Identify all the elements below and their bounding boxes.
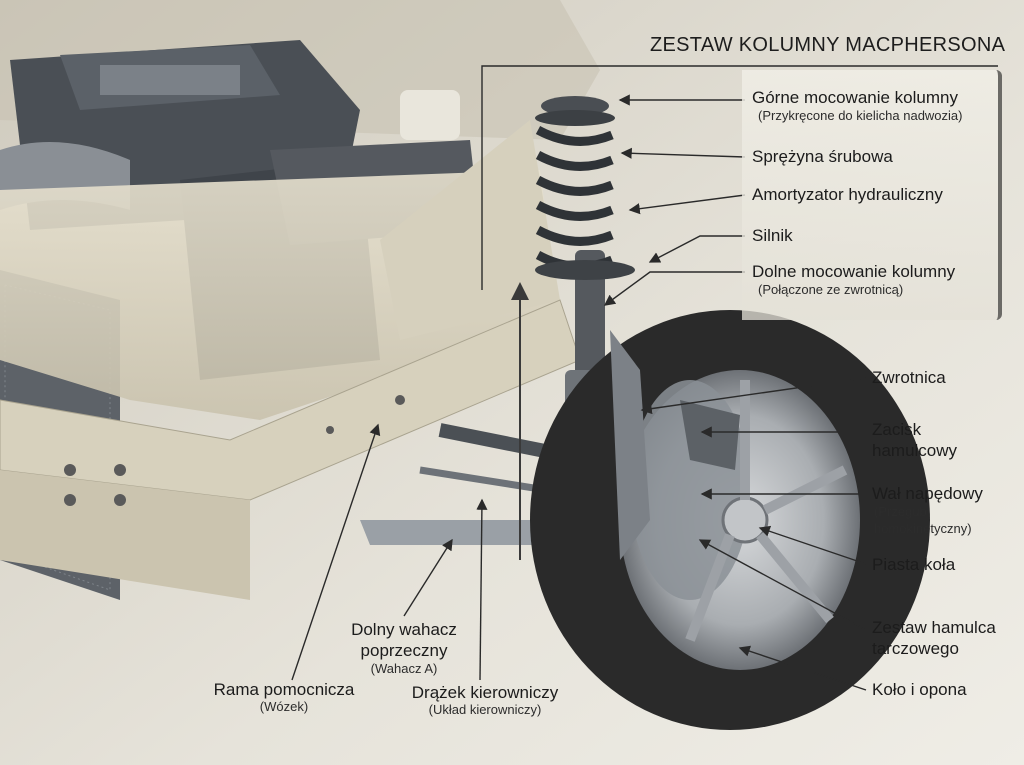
label-shock-absorber: Amortyzator hydrauliczny (752, 185, 943, 204)
leader-wheel-tire (738, 645, 867, 691)
callout-panel (742, 70, 1002, 320)
steering-knuckle (610, 330, 650, 560)
label-disc-brake-line1: Zestaw hamulca (872, 618, 996, 637)
label-top-mount: Górne mocowanie kolumny (752, 88, 958, 107)
engine-intake-grille (100, 65, 240, 95)
label-wheel-tire: Koło i opona (872, 680, 967, 699)
leader-knuckle (640, 377, 867, 415)
label-control-arm-line2: poprzeczny (360, 641, 448, 660)
leader-lower-mount (603, 271, 745, 306)
label-knuckle: Zwrotnica (872, 368, 946, 387)
leader-control-arm (403, 538, 453, 617)
label-caliper-line2: hamulcowy (872, 441, 958, 460)
leader-tie-rod (476, 498, 488, 681)
leader-wheel-hub (758, 525, 867, 565)
label-drive-shaft-sub1: (Przegub (874, 504, 927, 519)
leader-subframe (291, 423, 381, 681)
leader-coil-spring (620, 147, 746, 159)
leader-engine (648, 235, 745, 263)
label-control-arm-line1: Dolny wahacz (351, 620, 457, 639)
label-drive-shaft-sub2: homokinetyczny) (874, 521, 972, 536)
label-wheel-hub: Piasta koła (872, 555, 956, 574)
leader-bracket (481, 65, 998, 290)
leader-shock (628, 194, 746, 215)
label-subframe-sub: (Wózek) (259, 699, 309, 714)
label-engine: Silnik (752, 226, 793, 245)
label-tie-rod: Drążek kierowniczy (411, 683, 559, 702)
label-tie-rod-sub: (Układ kierowniczy) (428, 702, 542, 717)
label-disc-brake-line2: tarczowego (872, 639, 959, 658)
coolant-reservoir (400, 90, 460, 140)
leader-disc-brake (698, 539, 867, 631)
label-top-mount-sub: (Przykręcone do kielicha nadwozia) (758, 108, 963, 123)
label-control-arm-sub: (Wahacz A) (370, 661, 438, 676)
wheel-assembly (530, 310, 930, 730)
label-caliper-line1: Zacisk (872, 420, 922, 439)
strut-tower (380, 120, 560, 340)
label-lower-mount-sub: (Połączone ze zwrotnicą) (758, 282, 904, 297)
leader-lines (291, 65, 998, 691)
label-subframe: Rama pomocnicza (213, 680, 355, 699)
label-lower-mount: Dolne mocowanie kolumny (752, 262, 956, 281)
label-drive-shaft: Wał napędowy (872, 484, 983, 503)
diagram-title: ZESTAW KOLUMNY MACPHERSONA (650, 34, 1006, 56)
label-coil-spring: Sprężyna śrubowa (752, 147, 893, 166)
